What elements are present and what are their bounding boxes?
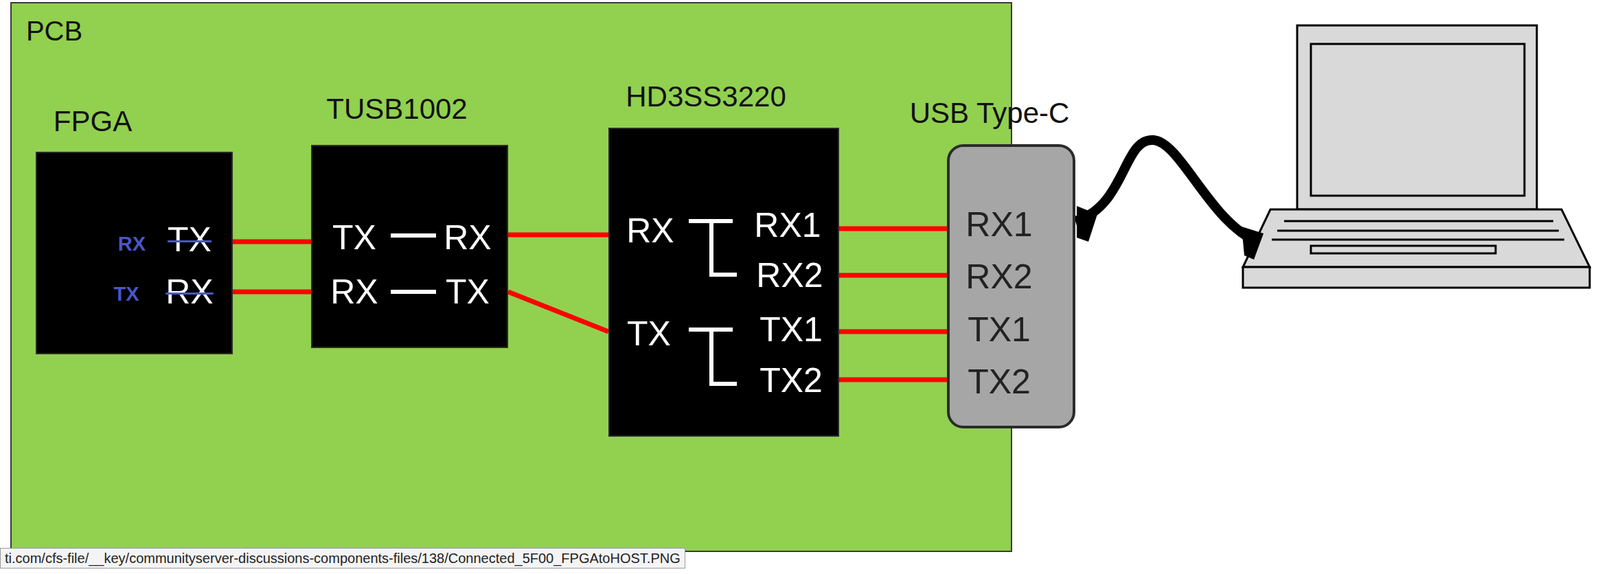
pin-name: RX: [165, 274, 213, 310]
redriver-chip: TUSB1002TXRXRXTX: [311, 144, 509, 349]
laptop-illustration: [1242, 25, 1590, 288]
pin-name: RX2: [965, 259, 1033, 294]
chip-heading: FPGA: [53, 107, 132, 136]
signal-wire: [839, 329, 947, 335]
pin-name: TX2: [967, 364, 1031, 399]
switch-fork: [688, 329, 737, 384]
pin-name: TX: [113, 284, 139, 305]
usb-cable: [1075, 140, 1264, 260]
signal-wire: [232, 239, 312, 245]
pin-name: TX: [167, 222, 212, 257]
signal-wire: [839, 273, 947, 279]
chip-heading: USB Type-C: [909, 98, 1070, 128]
through-link: [390, 233, 437, 238]
pcb-board: [10, 2, 1013, 553]
pin-name: RX1: [965, 207, 1033, 242]
pin-name: TX: [445, 274, 490, 310]
signal-wire: [508, 232, 609, 238]
pin-name: RX: [626, 213, 674, 248]
chip-heading: HD3SS3220: [625, 82, 786, 112]
pcb-region: PCB FPGA RX TX TX RX TUSB1002TX RX RX TX HD3SS3220…: [10, 2, 1013, 553]
pin-name: RX: [118, 234, 146, 255]
signal-wire: [232, 289, 312, 295]
pin-name: RX: [330, 274, 378, 310]
through-link: [390, 289, 437, 294]
signal-wire: [839, 377, 947, 383]
pin-name: RX2: [756, 258, 823, 293]
signal-wire: [508, 291, 609, 332]
pin-name: TX1: [759, 312, 823, 347]
status-url: ti.com/cfs-file/__key/communityserver-di…: [0, 547, 686, 569]
pin-name: TX: [332, 220, 377, 255]
switch-fork: [688, 221, 737, 275]
fpga-chip: FPGARXTXTXRX: [35, 151, 233, 355]
mux-chip: HD3SS3220RXRX1RX2TXTX1TX2: [608, 127, 840, 437]
pin-name: TX: [626, 316, 671, 351]
chip-heading: PCB: [26, 17, 83, 45]
pin-name: TX2: [759, 363, 823, 398]
pin-name: TX1: [967, 312, 1031, 347]
usb-connector: USB Type-CRX1RX2TX1TX2: [946, 144, 1076, 429]
pin-name: RX: [443, 220, 491, 255]
chip-heading: TUSB1002: [326, 94, 467, 124]
pin-name: RX1: [753, 208, 821, 243]
signal-wire: [839, 226, 947, 232]
